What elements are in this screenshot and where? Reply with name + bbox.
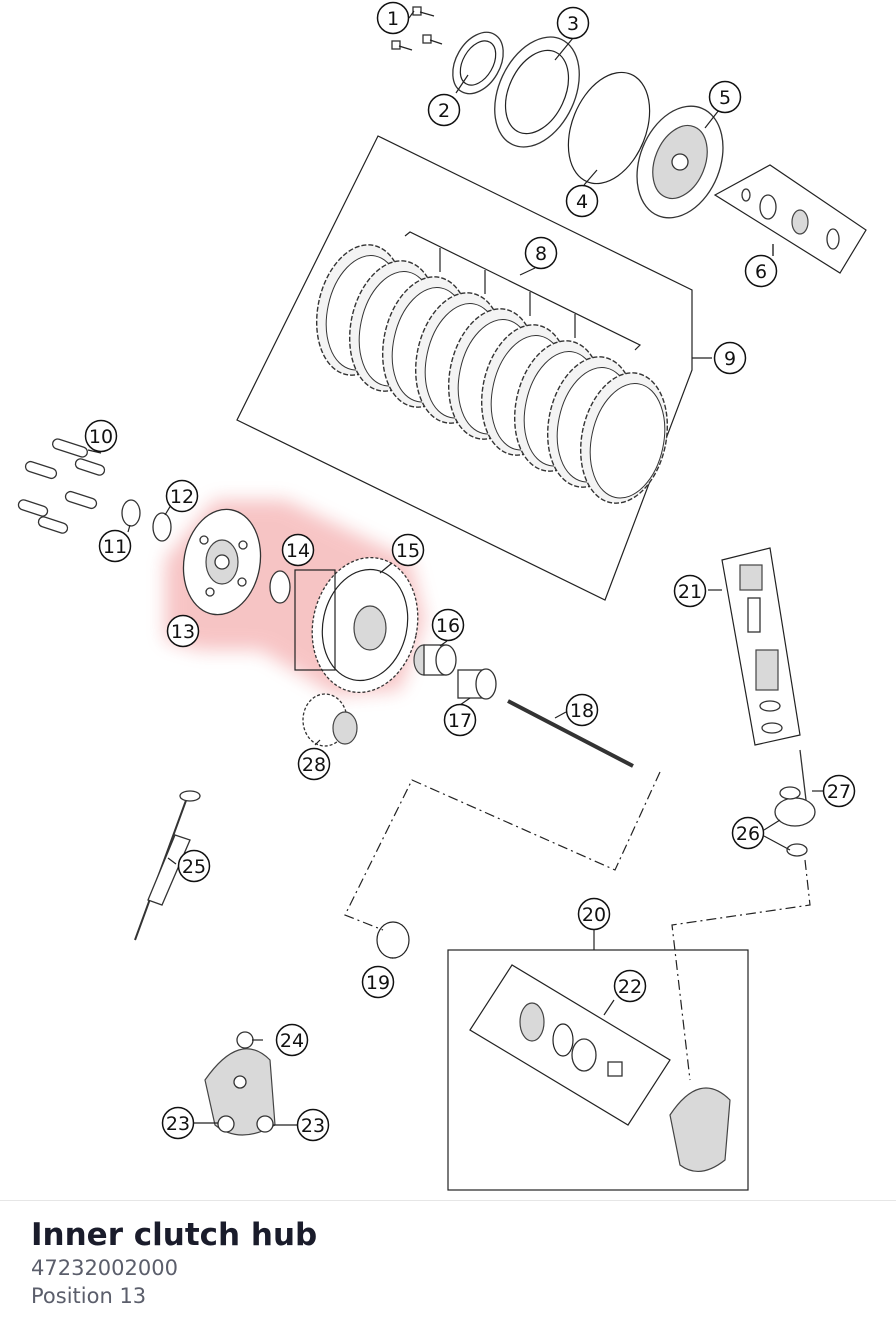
part-spacer-sleeve [457,668,497,700]
callout-16[interactable]: 16 [431,608,465,642]
part-pins [17,438,106,534]
leader-lines [87,10,823,1126]
svg-text:19: 19 [366,972,390,994]
svg-text:5: 5 [719,87,731,109]
part-position: Position 13 [31,1284,147,1308]
part-bushing [413,644,457,676]
part-inner-clutch-hub [182,508,262,616]
svg-text:17: 17 [448,710,472,732]
callout-13[interactable]: 13 [166,614,200,648]
svg-text:28: 28 [302,754,326,776]
svg-text:15: 15 [396,540,420,562]
callout-6[interactable]: 6 [744,254,778,288]
svg-text:27: 27 [827,781,851,803]
svg-text:3: 3 [567,13,579,35]
part-cylinder-cover [204,1031,276,1136]
callout-5[interactable]: 5 [708,80,742,114]
part-name: Inner clutch hub [31,1217,318,1253]
svg-text:10: 10 [89,426,113,448]
svg-text:24: 24 [280,1030,304,1052]
svg-text:6: 6 [755,261,767,283]
svg-text:2: 2 [438,100,450,122]
part-push-rod [507,699,634,768]
svg-text:26: 26 [736,823,760,845]
callout-28[interactable]: 28 [297,747,331,781]
callout-23-right[interactable]: 23 [296,1108,330,1142]
callout-3[interactable]: 3 [556,6,590,40]
part-o-ring-small [376,921,410,959]
callout-9[interactable]: 9 [713,341,747,375]
svg-text:18: 18 [570,700,594,722]
callout-19[interactable]: 19 [361,965,395,999]
svg-text:23: 23 [301,1115,325,1137]
svg-text:16: 16 [436,615,460,637]
svg-text:4: 4 [576,191,588,213]
callout-10[interactable]: 10 [84,419,118,453]
part-primary-gear [302,693,358,747]
svg-text:13: 13 [171,621,195,643]
part-lock-washer [152,512,172,542]
exploded-parts-diagram: 1 2 3 4 5 6 8 9 10 11 12 13 14 15 16 17 … [17,1,867,1191]
part-outer-clutch-basket [294,556,419,694]
svg-text:14: 14 [286,540,310,562]
svg-text:11: 11 [103,536,127,558]
callout-26[interactable]: 26 [731,816,765,850]
part-details-footer: Inner clutch hub 47232002000 Position 13 [0,1200,896,1336]
callout-12[interactable]: 12 [165,479,199,513]
callout-11[interactable]: 11 [98,529,132,563]
callout-21[interactable]: 21 [673,574,707,608]
part-banjo-fitting [774,749,816,857]
part-slave-cylinder [447,926,749,1191]
callout-2[interactable]: 2 [427,93,461,127]
svg-text:1: 1 [387,8,399,30]
part-bolts [391,6,443,51]
part-nut [121,499,141,527]
svg-text:21: 21 [678,581,702,603]
svg-text:12: 12 [170,486,194,508]
callout-14[interactable]: 14 [281,533,315,567]
callout-17[interactable]: 17 [443,703,477,737]
assembly-leader-line [344,771,661,931]
svg-text:9: 9 [724,348,736,370]
part-clutch-pack [236,135,712,601]
part-bleeder-kit [721,547,801,746]
callout-23-left[interactable]: 23 [161,1106,195,1140]
svg-text:22: 22 [618,976,642,998]
callout-15[interactable]: 15 [391,533,425,567]
part-pressure-disc [494,36,580,148]
part-number: 47232002000 [31,1256,178,1280]
callout-22[interactable]: 22 [613,969,647,1003]
callout-24[interactable]: 24 [275,1023,309,1057]
svg-text:20: 20 [582,904,606,926]
part-shim [269,570,291,604]
callout-1[interactable]: 1 [376,1,410,35]
callout-4[interactable]: 4 [565,184,599,218]
svg-text:25: 25 [182,856,206,878]
callout-18[interactable]: 18 [565,693,599,727]
callout-8[interactable]: 8 [524,236,558,270]
callout-27[interactable]: 27 [822,774,856,808]
callout-25[interactable]: 25 [177,849,211,883]
clutch-disc [589,383,666,499]
svg-text:23: 23 [166,1113,190,1135]
hose-leader-line [671,859,811,1081]
part-grease-syringe [134,790,201,941]
svg-text:8: 8 [535,243,547,265]
part-pressure-cap [636,105,724,219]
callout-20[interactable]: 20 [577,897,611,931]
part-small-kit [713,164,867,274]
